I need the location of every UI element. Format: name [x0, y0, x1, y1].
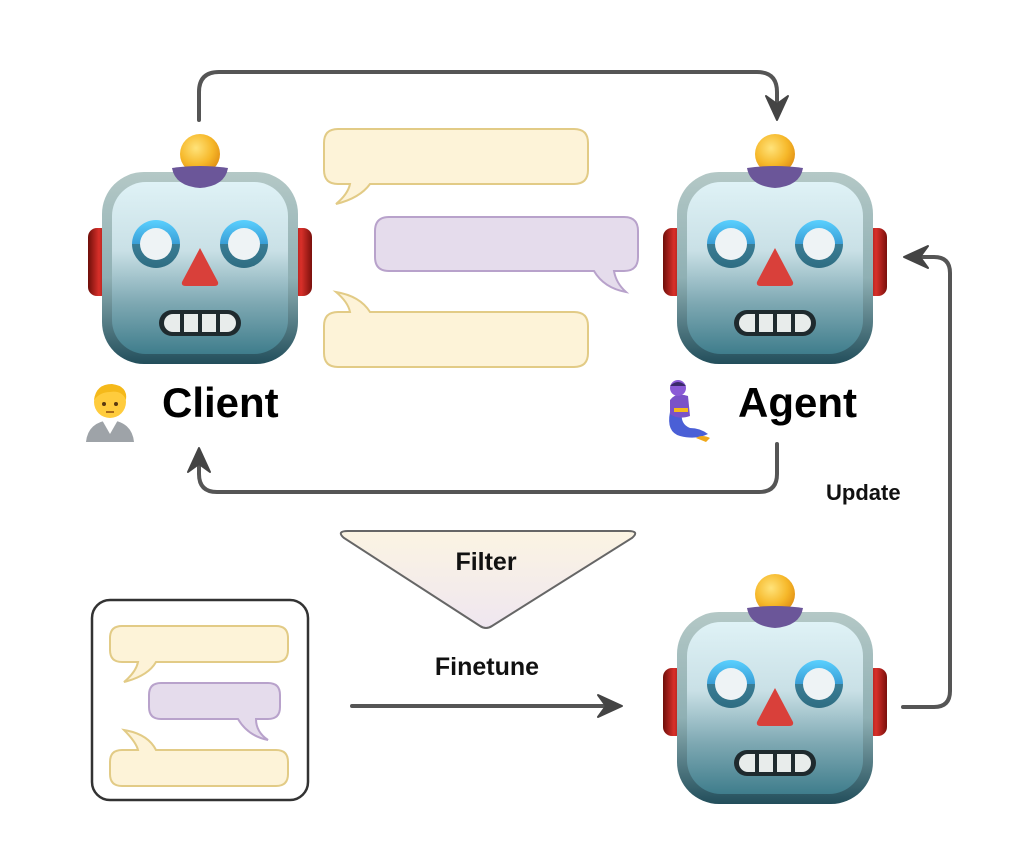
edge-finetune: Finetune [350, 653, 623, 718]
robot-face-icon [661, 132, 889, 366]
client-node: Client [86, 132, 314, 442]
dialogue-dataset-node [90, 598, 310, 802]
filter-triangle-icon [339, 530, 637, 629]
client-message-bubble [109, 728, 289, 787]
client-label: Client [162, 379, 279, 426]
office-worker-emoji-icon [86, 384, 134, 442]
edge-agent-to-client [187, 442, 779, 494]
genie-emoji-icon [669, 380, 710, 442]
finetuned-agent-node [661, 572, 889, 806]
agent-node: Agent [661, 132, 889, 442]
arrow-line [197, 70, 779, 122]
finetune-label: Finetune [435, 653, 539, 681]
client-message-bubble [323, 128, 589, 205]
filter-node: Filter [339, 530, 637, 629]
edge-update [901, 245, 952, 709]
conversation [323, 128, 639, 368]
arrow-line [901, 255, 952, 709]
robot-face-icon [661, 572, 889, 806]
robot-face-icon [86, 132, 314, 366]
arrow-line [197, 442, 779, 494]
arrowhead-down-icon [765, 95, 789, 121]
client-message-bubble [109, 625, 289, 683]
arrowhead-up-icon [187, 447, 211, 473]
agent-label: Agent [738, 379, 857, 426]
client-message-bubble [323, 290, 589, 368]
agent-message-bubble [374, 216, 639, 294]
arrowhead-right-icon [597, 694, 623, 718]
update-label: Update [826, 480, 901, 505]
edge-client-to-agent [197, 70, 789, 122]
arrowhead-left-icon [903, 245, 929, 269]
agent-message-bubble [148, 682, 281, 741]
filter-label: Filter [455, 548, 516, 576]
